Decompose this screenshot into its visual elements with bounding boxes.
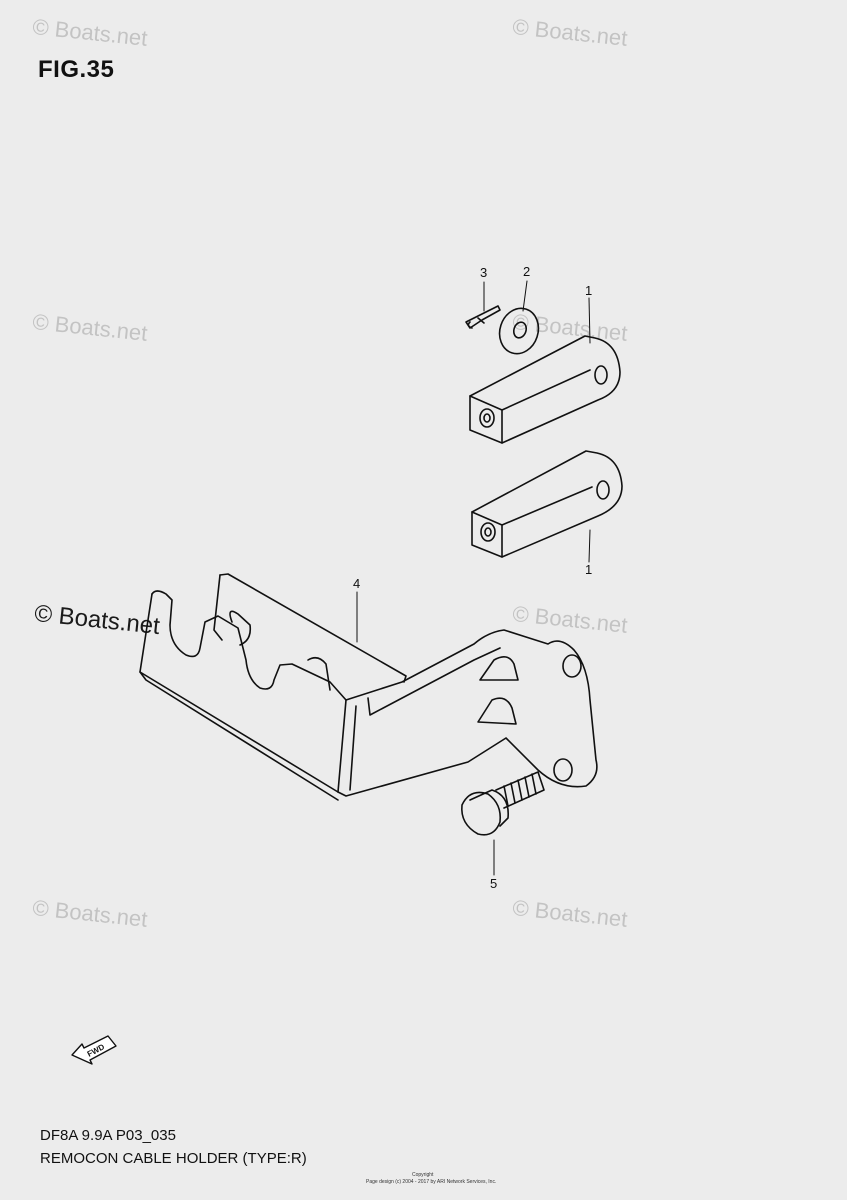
- callout-part-4: 4: [353, 576, 360, 591]
- part-3-cotter-pin: [465, 305, 501, 329]
- fwd-arrow-icon: FWD: [71, 1035, 117, 1065]
- copyright-text: Page design (c) 2004 - 2017 by ARI Netwo…: [366, 1179, 497, 1185]
- callout-part-1-lower: 1: [585, 562, 592, 577]
- callout-part-1-upper: 1: [585, 283, 592, 298]
- part-1-cable-joint-upper: [469, 335, 621, 444]
- figure-name: REMOCON CABLE HOLDER (TYPE:R): [40, 1150, 307, 1167]
- copyright-label: Copyright: [412, 1172, 434, 1178]
- part-2-washer: [498, 307, 540, 355]
- part-4-bracket: [139, 573, 598, 801]
- callout-part-2: 2: [523, 264, 530, 279]
- part-1-cable-joint-lower: [471, 450, 623, 558]
- figure-code: DF8A 9.9A P03_035: [40, 1127, 176, 1144]
- callout-part-5: 5: [490, 876, 497, 891]
- part-5-flange-bolt: [461, 771, 545, 836]
- leader-lines: [356, 280, 591, 876]
- callout-part-3: 3: [480, 265, 487, 280]
- figure-title: FIG.35: [38, 56, 115, 83]
